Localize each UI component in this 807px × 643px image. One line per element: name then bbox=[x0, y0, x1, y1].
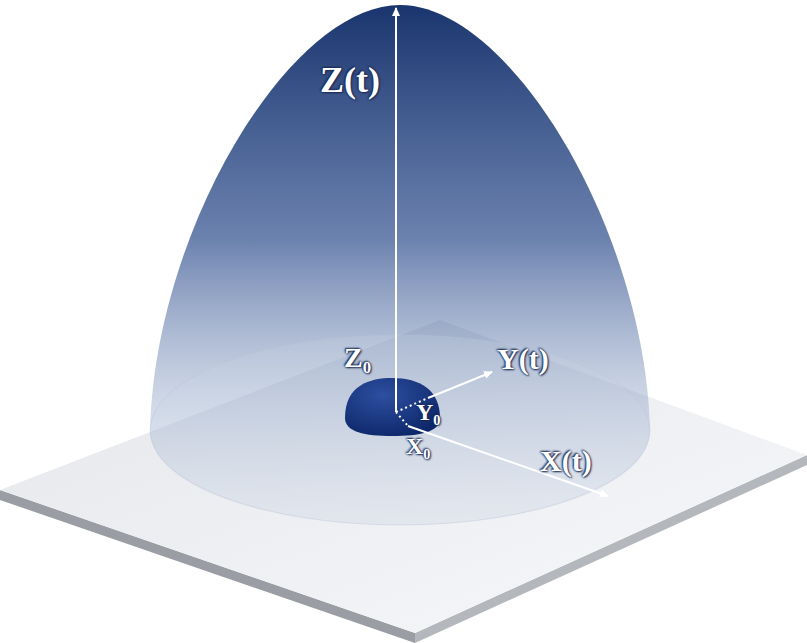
axis-label: Y₀ bbox=[416, 400, 441, 424]
paraboloid bbox=[150, 5, 650, 525]
droplet bbox=[345, 378, 440, 436]
axis-label: X(t) bbox=[540, 446, 592, 476]
x-axis bbox=[408, 426, 608, 496]
plate bbox=[0, 320, 807, 633]
z-axis bbox=[395, 8, 397, 412]
axis-label: X₀ bbox=[406, 434, 431, 458]
axis-label: Z(t) bbox=[320, 62, 380, 98]
base-ellipse bbox=[150, 335, 650, 525]
y-axis bbox=[428, 372, 492, 398]
axis-label: Z₀ bbox=[344, 344, 371, 372]
axis-label: Y(t) bbox=[497, 344, 549, 374]
